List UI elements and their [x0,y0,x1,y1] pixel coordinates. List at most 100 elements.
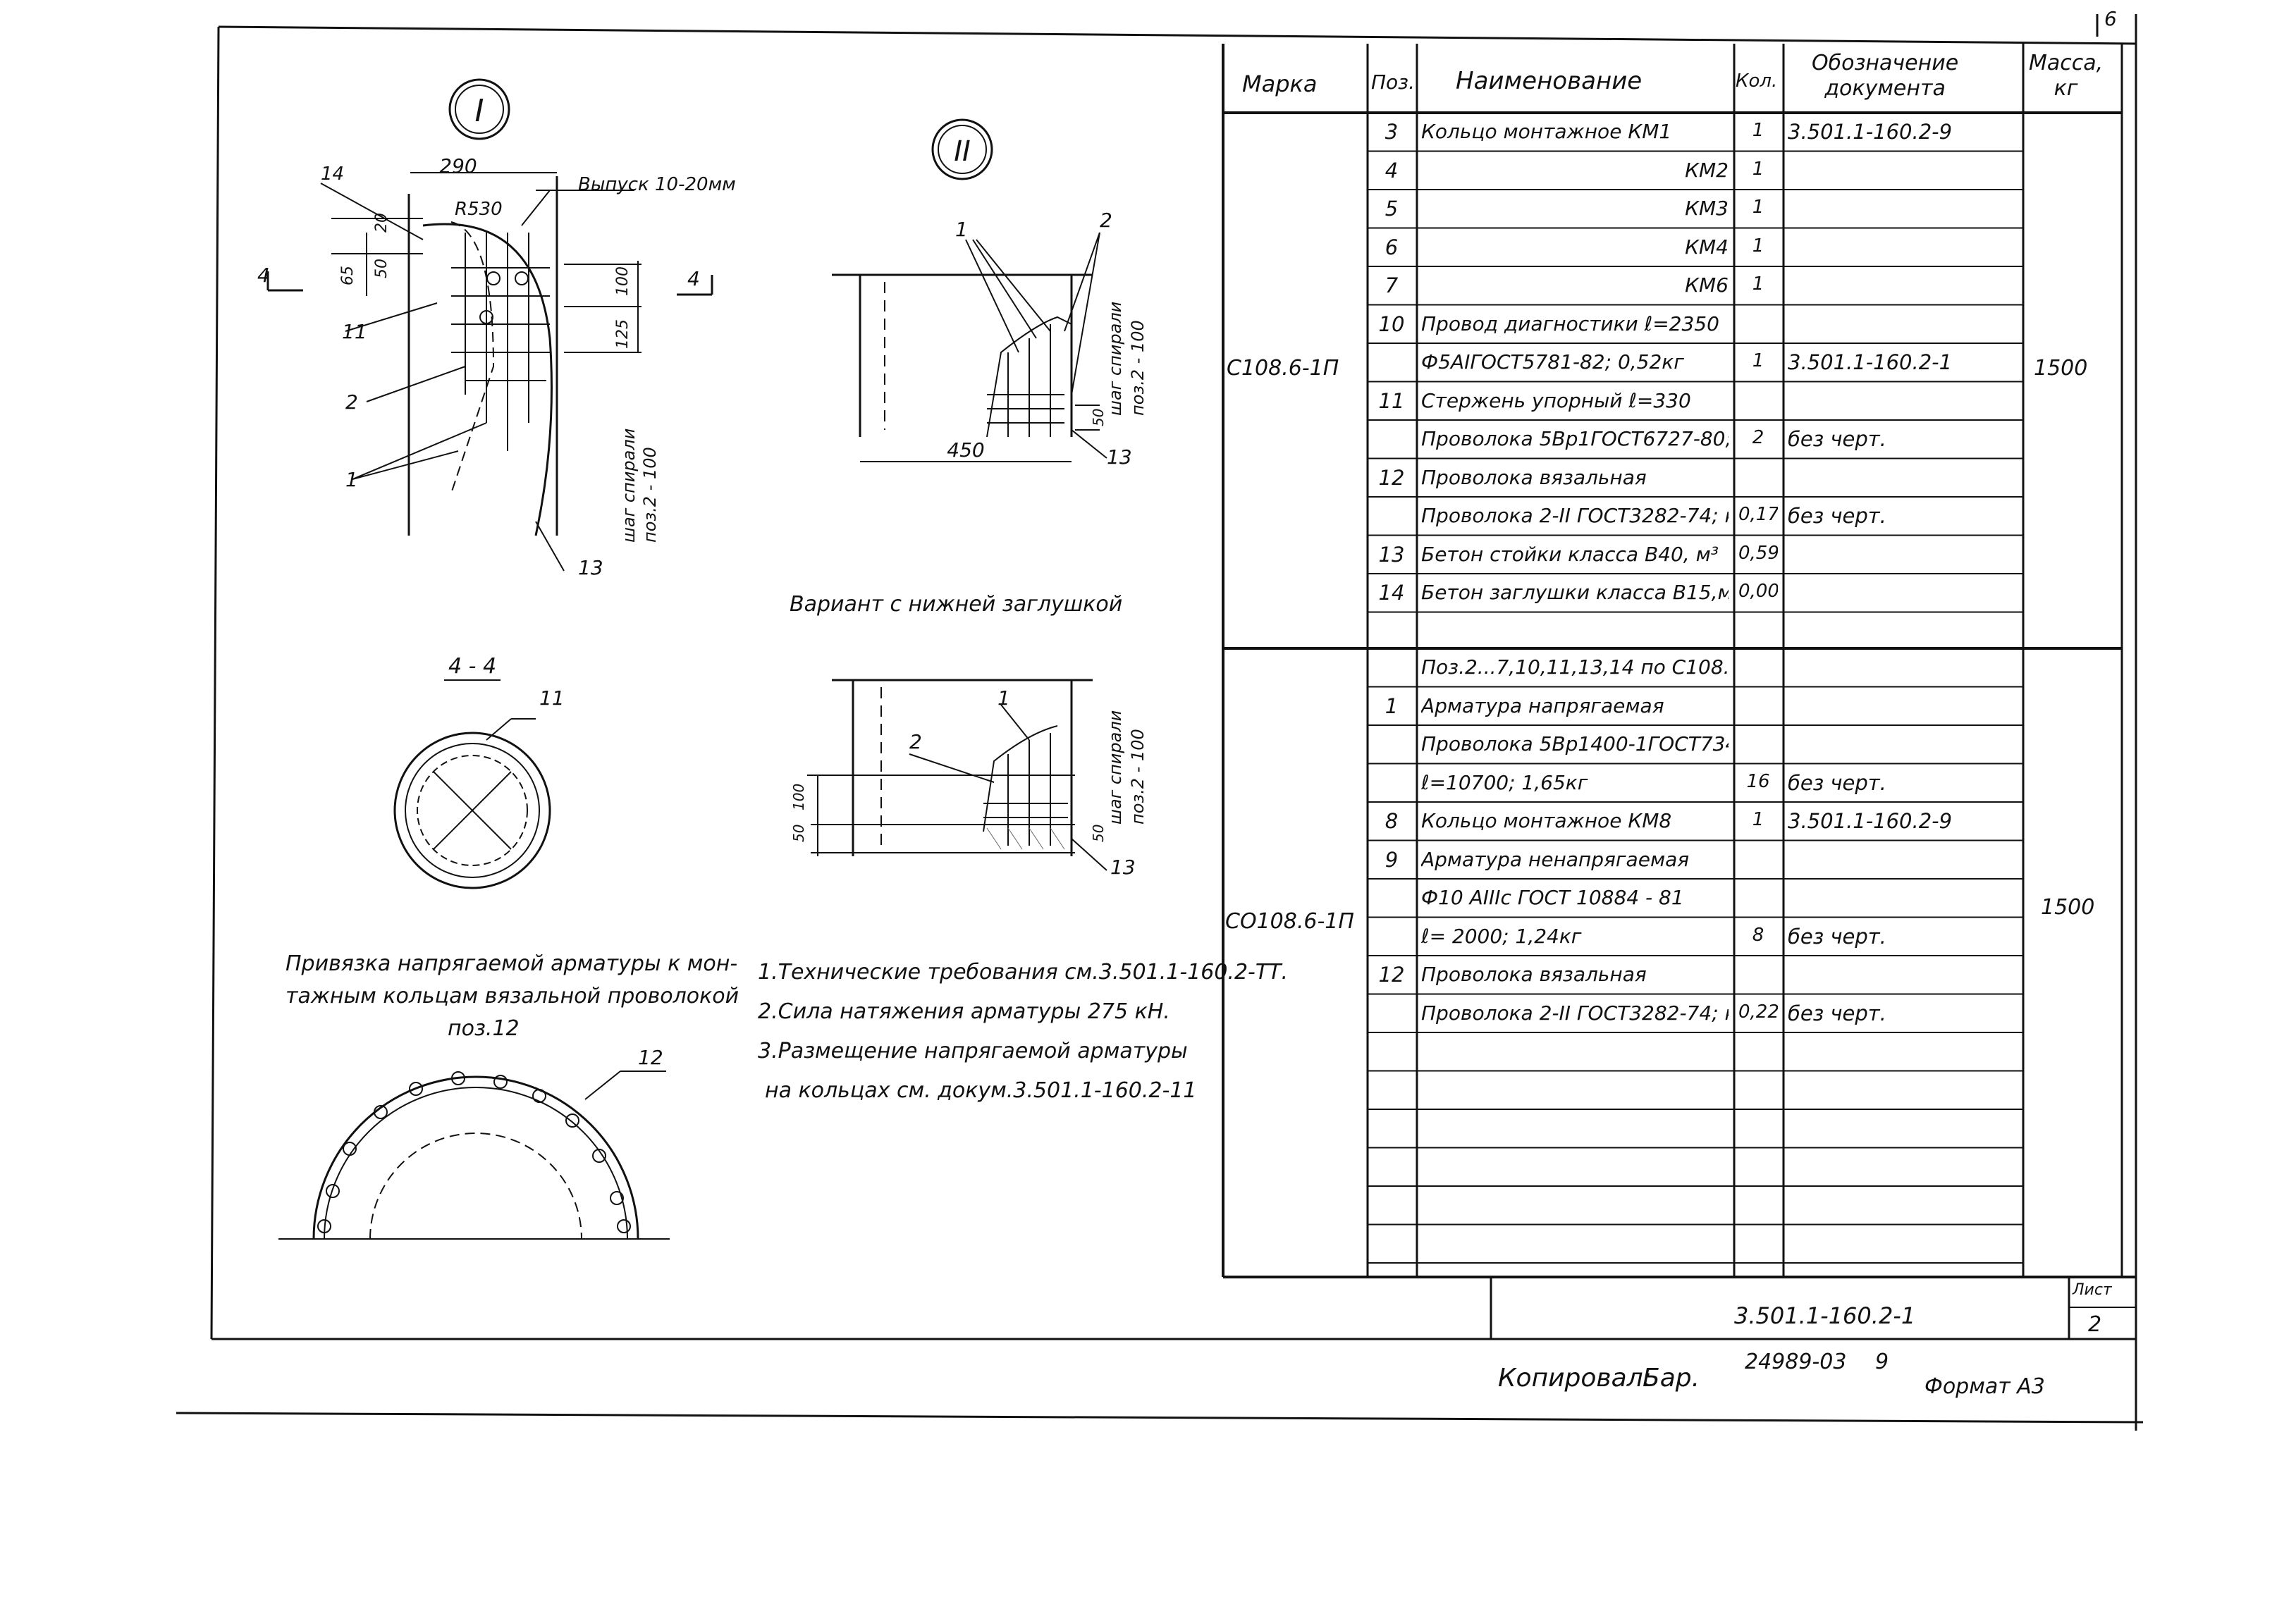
svg-text:450: 450 [947,438,984,462]
variant-caption: Вариант с нижней заглушкой [790,592,1123,617]
footer-page: 9 [1875,1350,1889,1374]
svg-text:11: 11 [342,320,367,343]
svg-text:2: 2 [345,390,358,414]
cell-name: Провод диагностики ℓ=2350 [1421,311,1719,335]
cell-pos: 4 [1385,158,1399,183]
binding-caption: Привязка напрягаемой арматуры к мон- таж… [286,948,739,1045]
note-item: 3.Размещение напрягаемой арматуры [758,1039,1188,1063]
cell-name: ℓ= 2000; 1,24кг [1421,924,1582,948]
cell-pos: 11 [1378,388,1405,413]
binding-caption-line: тажным кольцам вязальной проволокой [286,984,739,1008]
header-mass: Масса, кг [2029,51,2104,101]
header-doc: Обозначение документа [1812,51,1959,101]
svg-text:шаг спирали: шаг спирали [619,428,639,543]
cell-pos: 12 [1378,465,1405,490]
binding-labels: 12 [638,1046,663,1069]
svg-text:поз.2 - 100: поз.2 - 100 [640,447,660,543]
cell-name: Арматура ненапрягаемая [1421,847,1690,871]
frame-left [210,26,220,1340]
cell-qty: 2 [1752,427,1764,448]
cell-name: КМ6 [1685,273,1729,297]
cell-doc: без черт. [1788,924,1886,949]
cell-qty: 0,22 [1738,1001,1778,1023]
svg-text:поз.2 - 100: поз.2 - 100 [1128,320,1148,416]
cell-name: Проволока вязальная [1421,963,1647,986]
detail-I-labels: I 290 R530 Выпуск 10-20мм 14 20 50 65 10… [257,93,736,579]
trim-line [176,1412,2144,1424]
footer-signature: Бар. [1643,1364,1700,1393]
cell-pos: 6 [1385,235,1399,259]
frame-top [218,25,2137,45]
group1-mass: 1500 [2034,356,2088,381]
cell-pos: 12 [1378,963,1405,987]
detail-II-labels: II 450 50 1 2 13 шаг спирали поз.2 - 100 [947,135,1148,469]
group2-marka: СО108.6-1П [1225,909,1354,934]
svg-text:50: 50 [373,259,391,278]
svg-text:50: 50 [790,825,807,842]
svg-text:65: 65 [339,266,357,285]
cell-pos: 1 [1385,693,1399,718]
sheet-corner-number: 6 [2104,7,2117,30]
svg-text:2: 2 [909,730,922,753]
footer-copied-label: Копировал: [1498,1364,1652,1393]
svg-text:13: 13 [578,556,603,579]
cell-doc: 3.501.1-160.2-9 [1788,809,1953,833]
group1-marka: С108.6-1П [1227,356,1339,381]
svg-text:20: 20 [373,213,391,233]
title-sheet-label: Лист [2073,1281,2112,1299]
footer-order: 24989-03 [1745,1350,1847,1374]
cell-name: КМ2 [1685,158,1729,182]
cell-pos: 10 [1378,311,1405,336]
cell-qty: 1 [1752,809,1764,830]
svg-text:R530: R530 [455,199,503,220]
cell-qty: 1 [1752,273,1764,295]
cell-name: КМ4 [1685,235,1729,259]
note-item: 1.Технические требования см.3.501.1-160.… [758,960,1289,985]
cell-doc: без черт. [1788,770,1886,795]
detail-II-marker-text: II [954,135,971,168]
cell-name: ℓ=10700; 1,65кг [1421,770,1588,794]
cell-name: Бетон стойки класса В40, м³ [1421,542,1719,566]
header-marka: Марка [1242,70,1318,97]
svg-text:12: 12 [638,1046,663,1069]
svg-text:4: 4 [257,264,270,287]
detail-I-marker [448,78,510,140]
svg-text:2: 2 [1100,209,1112,232]
variant-drawing [807,679,1107,871]
group2-mass: 1500 [2041,895,2095,920]
cell-pos: 8 [1385,809,1399,833]
cell-qty: 1 [1752,350,1764,371]
svg-text:1: 1 [345,468,358,491]
cell-name: Кольцо монтажное КМ8 [1421,809,1672,832]
svg-text:1: 1 [997,686,1010,710]
binding-drawing [278,1071,670,1240]
cell-name: Проволока 5Вр1400-1ГОСТ7348-81 [1421,732,1729,755]
svg-text:125: 125 [614,319,632,349]
cell-qty: 16 [1746,770,1770,792]
cell-qty: 1 [1752,197,1764,218]
cell-qty: 0,17 [1738,504,1778,525]
detail-II-marker [931,118,993,180]
detail-I-marker-text: I [475,93,484,129]
note-item: 2.Сила натяжения арматуры 275 кН. [758,999,1170,1024]
svg-text:14: 14 [321,164,344,185]
binding-caption-line: Привязка напрягаемой арматуры к мон- [286,951,738,976]
cell-pos: 5 [1385,197,1399,221]
svg-text:4: 4 [687,267,700,290]
cell-pos: 14 [1378,581,1405,605]
svg-text:11: 11 [539,686,565,710]
cell-name: Арматура напрягаемая [1421,693,1664,717]
cell-doc: без черт. [1788,1001,1886,1025]
cell-name: Проволока вязальная [1421,465,1647,489]
cell-name: КМ3 [1685,197,1729,220]
cell-pos: 7 [1385,273,1399,297]
header-pos: Поз. [1371,70,1415,94]
title-designation: 3.501.1-160.2-1 [1734,1302,1916,1329]
svg-text:1: 1 [955,218,968,241]
svg-text:13: 13 [1110,856,1136,879]
header-name: Наименование [1456,67,1643,95]
cell-name: Ф5АIГОСТ5781-82; 0,52кг [1421,350,1684,374]
cell-qty: 0,596 [1738,542,1778,564]
svg-text:100: 100 [614,266,632,296]
